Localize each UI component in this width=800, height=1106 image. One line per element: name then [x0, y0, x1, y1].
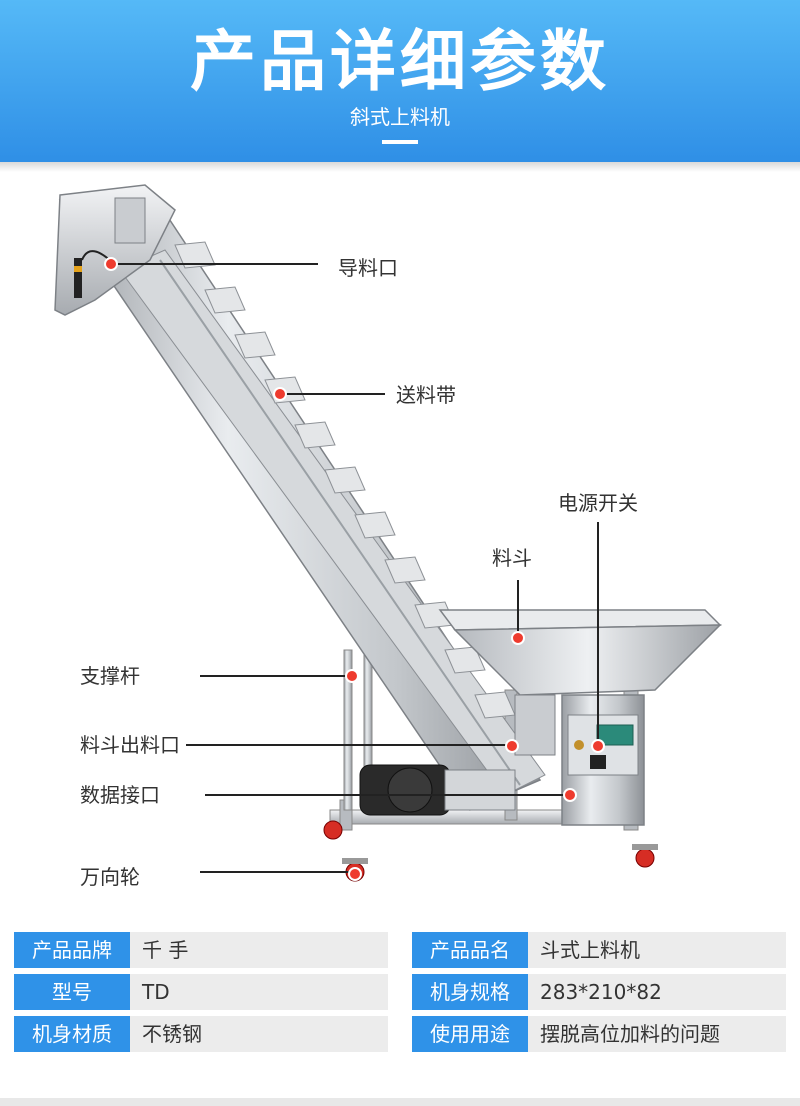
- title-underline: [382, 140, 418, 144]
- label-hopper-outlet: 料斗出料口: [80, 733, 180, 757]
- spec-key: 产品品名: [412, 932, 528, 968]
- spec-key: 机身材质: [14, 1016, 130, 1052]
- spec-value: 摆脱高位加料的问题: [528, 1016, 786, 1052]
- spec-key: 产品品牌: [14, 932, 130, 968]
- header-shadow: [0, 162, 800, 172]
- spec-value: 千 手: [130, 932, 388, 968]
- header-banner: 产品详细参数 斜式上料机: [0, 0, 800, 162]
- spec-value: 不锈钢: [130, 1016, 388, 1052]
- spec-key: 型号: [14, 974, 130, 1010]
- label-data-port: 数据接口: [80, 783, 160, 807]
- label-feed-inlet: 导料口: [338, 256, 398, 280]
- spec-key: 机身规格: [412, 974, 528, 1010]
- casters: [323, 820, 658, 882]
- page-subtitle: 斜式上料机: [350, 105, 450, 129]
- spec-value: 283*210*82: [528, 974, 786, 1010]
- label-conveyor-belt: 送料带: [396, 383, 456, 407]
- spec-value: 斗式上料机: [528, 932, 786, 968]
- label-caster: 万向轮: [80, 865, 140, 889]
- label-support-rod: 支撑杆: [80, 664, 140, 688]
- bottom-divider: [0, 1098, 800, 1106]
- spec-brand: 产品品牌 千 手: [14, 932, 388, 968]
- label-power-switch: 电源开关: [558, 491, 638, 515]
- machine-illustration: [54, 184, 722, 882]
- spec-material: 机身材质 不锈钢: [14, 1016, 388, 1052]
- spec-product-name: 产品品名 斗式上料机: [412, 932, 786, 968]
- motor: [359, 764, 516, 816]
- spec-key: 使用用途: [412, 1016, 528, 1052]
- spec-usage: 使用用途 摆脱高位加料的问题: [412, 1016, 786, 1052]
- inclined-conveyor: [54, 184, 546, 811]
- page-title: 产品详细参数: [190, 23, 610, 100]
- spec-value: TD: [130, 974, 388, 1010]
- markers: [104, 257, 605, 881]
- control-box: [561, 694, 645, 826]
- leader-lines: [113, 263, 599, 873]
- label-hopper: 料斗: [492, 546, 532, 570]
- spec-dimensions: 机身规格 283*210*82: [412, 974, 786, 1010]
- spec-model: 型号 TD: [14, 974, 388, 1010]
